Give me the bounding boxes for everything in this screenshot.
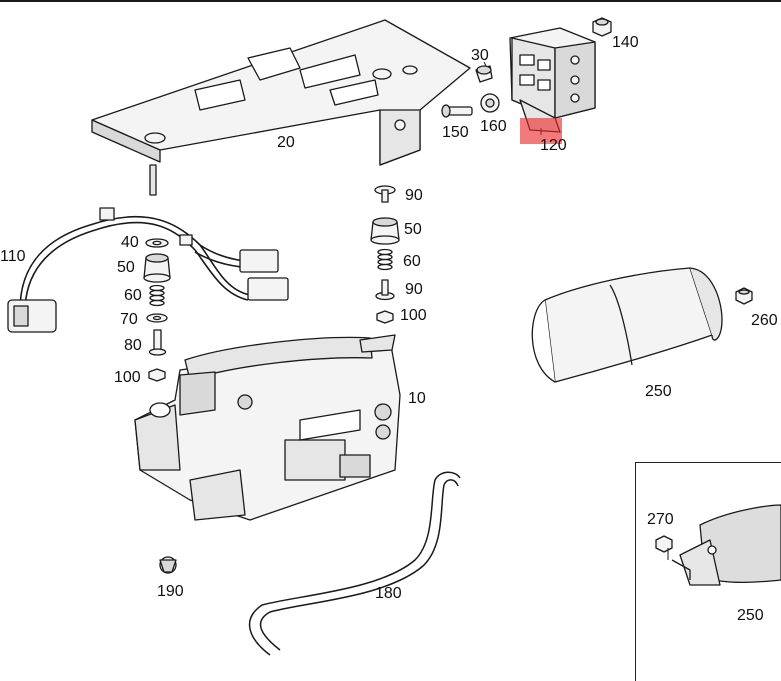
washer-part-70 (146, 313, 168, 323)
clip-part-190 (159, 556, 177, 574)
harness-connectors-part-110 (7, 207, 289, 333)
fitting-part-260 (735, 287, 753, 305)
callout-70[interactable]: 70 (120, 311, 138, 328)
bolt-part-150 (441, 104, 473, 118)
grommet-part-30 (475, 65, 493, 83)
damper-part-160 (480, 93, 500, 113)
inset-detail-frame (635, 462, 781, 681)
callout-10[interactable]: 10 (408, 390, 426, 407)
callout-90-mid[interactable]: 90 (405, 281, 423, 298)
callout-80[interactable]: 80 (124, 337, 142, 354)
spring-mid-part-60 (377, 248, 393, 271)
mounting-bracket-part-20 (91, 19, 471, 196)
callout-190[interactable]: 190 (157, 583, 184, 600)
callout-120[interactable]: 120 (540, 137, 567, 154)
inset-reservoir-part-250 (671, 504, 781, 586)
callout-60-left[interactable]: 60 (124, 287, 142, 304)
spring-left-part-60 (149, 284, 165, 307)
callout-30[interactable]: 30 (471, 47, 489, 64)
callout-50-left[interactable]: 50 (117, 259, 135, 276)
air-reservoir-part-250 (531, 267, 723, 383)
callout-270[interactable]: 270 (647, 511, 674, 528)
callout-250-inset[interactable]: 250 (737, 607, 764, 624)
sleeve-part-80 (148, 329, 167, 356)
compressor-unit-part-10 (134, 334, 401, 521)
top-border-rule (0, 0, 781, 2)
rubber-mount-left-part-50 (143, 253, 171, 283)
bolt-mid-part-90 (375, 279, 395, 301)
callout-110[interactable]: 110 (0, 248, 26, 265)
nut-part-140 (592, 17, 612, 37)
valve-block-part-120 (509, 27, 596, 133)
callout-100-mid[interactable]: 100 (400, 307, 427, 324)
callout-140[interactable]: 140 (612, 34, 639, 51)
callout-250[interactable]: 250 (645, 383, 672, 400)
rubber-mount-mid-part-50 (370, 217, 400, 245)
callout-20[interactable]: 20 (277, 134, 295, 151)
washer-part-40 (145, 238, 169, 248)
nut-left-part-100 (148, 368, 166, 382)
callout-100-left[interactable]: 100 (114, 369, 141, 386)
callout-90-top[interactable]: 90 (405, 187, 423, 204)
callout-180[interactable]: 180 (375, 585, 402, 602)
nut-mid-part-100 (376, 310, 394, 324)
hose-part-180 (248, 471, 461, 656)
callout-60-mid[interactable]: 60 (403, 253, 421, 270)
highlight-box-part-120 (520, 118, 562, 144)
callout-150[interactable]: 150 (442, 124, 469, 141)
callout-260[interactable]: 260 (751, 312, 778, 329)
bolt-top-part-90 (374, 185, 396, 203)
callout-160[interactable]: 160 (480, 118, 507, 135)
callout-40[interactable]: 40 (121, 234, 139, 251)
callout-50-mid[interactable]: 50 (404, 221, 422, 238)
